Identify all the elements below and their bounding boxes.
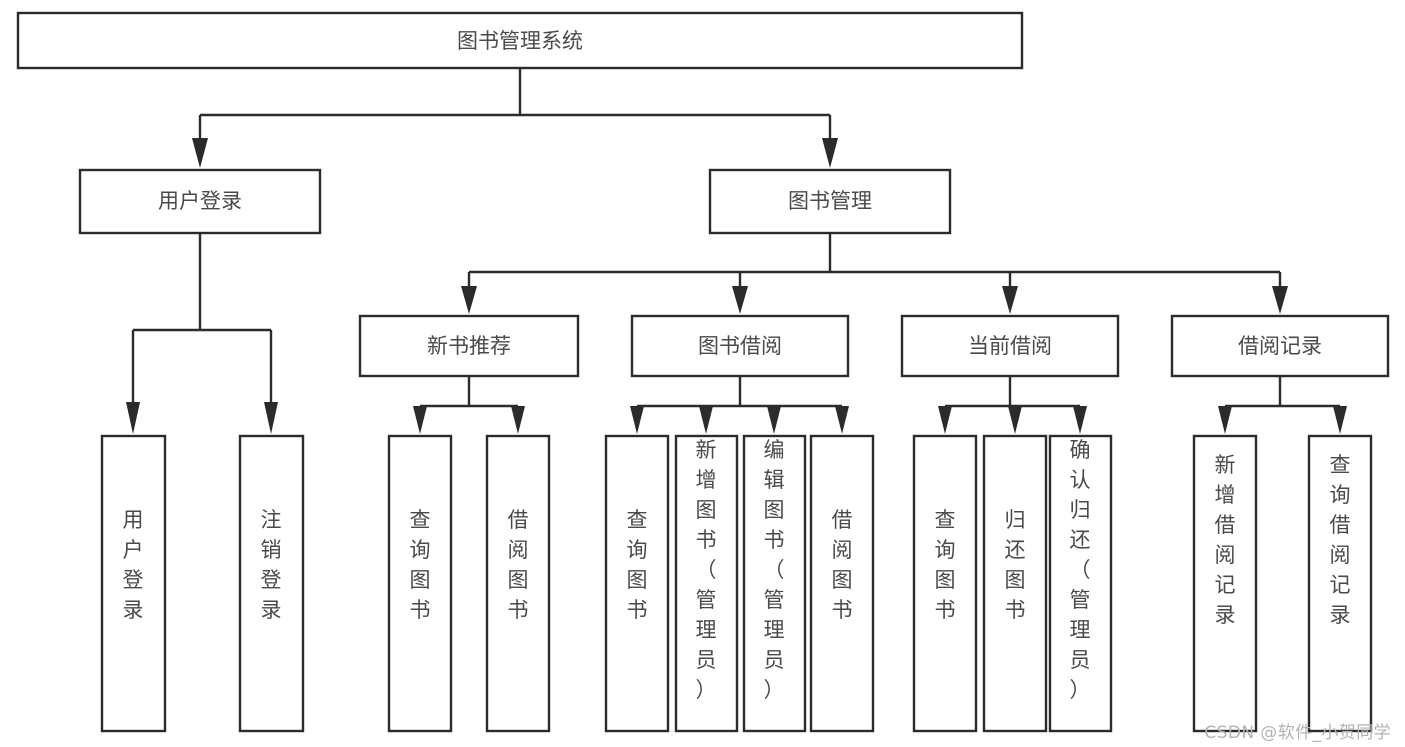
arrow-head-current-borrow: [1002, 286, 1018, 314]
node-new-book-recommend[interactable]: 新书推荐: [358, 314, 580, 378]
connector-group-book-borrow: [630, 376, 849, 434]
arrow-head-user-login: [192, 138, 208, 168]
node-leaf-query-book-3-box[interactable]: [912, 434, 978, 733]
node-leaf-query-record-label: 查询借阅记录: [1330, 453, 1351, 627]
arrow-head-new-book-recommend: [461, 286, 477, 314]
node-leaf-query-book-2-box[interactable]: [604, 434, 670, 733]
node-root-label: 图书管理系统: [457, 29, 583, 53]
connector-group-borrow-record: [1218, 376, 1347, 434]
arrow-head-leaf-return-book: [1008, 406, 1022, 434]
node-leaf-borrow-book-2-box[interactable]: [809, 434, 875, 733]
connector-group-current-borrow: [938, 376, 1087, 434]
node-leaf-borrow-book-1[interactable]: 借阅图书: [485, 434, 551, 733]
arrow-head-leaf-query-book-2: [630, 406, 644, 434]
node-book-management-box[interactable]: [708, 168, 952, 235]
node-new-book-recommend-box[interactable]: [358, 314, 580, 378]
arrow-head-leaf-add-book: [699, 406, 713, 434]
node-borrow-record-box[interactable]: [1170, 314, 1390, 378]
node-leaf-add-record-label: 新增借阅记录: [1215, 453, 1236, 627]
node-leaf-query-book-1-label: 查询图书: [410, 508, 431, 622]
node-root[interactable]: 图书管理系统: [16, 11, 1024, 70]
node-user-login-box[interactable]: [78, 168, 322, 235]
node-leaf-borrow-book-2[interactable]: 借阅图书: [809, 434, 875, 733]
node-leaf-edit-book[interactable]: 编辑图书（管理员）: [742, 434, 807, 733]
node-leaf-query-book-1[interactable]: 查询图书: [387, 434, 453, 733]
node-leaf-query-book-2[interactable]: 查询图书: [604, 434, 670, 733]
node-book-borrow-box[interactable]: [630, 314, 850, 378]
node-leaf-logout-label: 注销登录: [261, 508, 282, 622]
arrow-head-leaf-confirm-return: [1073, 406, 1087, 434]
node-book-management[interactable]: 图书管理: [708, 168, 952, 235]
node-leaf-logout-box[interactable]: [238, 434, 305, 733]
node-leaf-edit-book-label: 编辑图书（管理员）: [764, 438, 785, 702]
node-leaf-edit-book-box[interactable]: [742, 434, 807, 733]
node-borrow-record[interactable]: 借阅记录: [1170, 314, 1390, 378]
node-leaf-return-book-box[interactable]: [982, 434, 1048, 733]
arrow-head-leaf-query-book-3: [938, 406, 952, 434]
node-leaf-borrow-book-1-box[interactable]: [485, 434, 551, 733]
node-borrow-record-label: 借阅记录: [1238, 334, 1322, 358]
node-leaf-user-login-box[interactable]: [100, 434, 167, 733]
arrow-head-leaf-logout: [264, 402, 278, 434]
node-new-book-recommend-label: 新书推荐: [427, 334, 511, 358]
node-user-login[interactable]: 用户登录: [78, 168, 322, 235]
arrow-head-leaf-edit-book: [767, 406, 781, 434]
node-leaf-logout[interactable]: 注销登录: [238, 434, 305, 733]
node-book-management-label: 图书管理: [788, 189, 872, 213]
node-leaf-query-book-3-label: 查询图书: [935, 508, 956, 622]
node-leaf-confirm-return-label: 确认归还（管理员）: [1070, 438, 1091, 702]
node-leaf-query-book-2-label: 查询图书: [627, 508, 648, 622]
node-leaf-confirm-return-box[interactable]: [1048, 434, 1113, 733]
node-leaf-borrow-book-2-label: 借阅图书: [832, 508, 853, 622]
node-leaf-add-book-label: 新增图书（管理员）: [696, 438, 717, 702]
node-leaf-add-book-box[interactable]: [674, 434, 739, 733]
connector-group-user-login: [126, 233, 278, 434]
arrow-head-book-mgmt: [822, 138, 838, 168]
node-leaf-query-record-box[interactable]: [1307, 434, 1373, 733]
node-leaf-query-book-3[interactable]: 查询图书: [912, 434, 978, 733]
arrow-head-book-borrow: [732, 286, 748, 314]
arrow-head-leaf-query-book-1: [413, 406, 427, 434]
arrow-head-borrow-record: [1272, 286, 1288, 314]
connector-group-new-book-recommend: [413, 376, 525, 434]
node-current-borrow-label: 当前借阅: [968, 334, 1052, 358]
arrow-head-leaf-borrow-book-2: [835, 406, 849, 434]
node-leaf-user-login-label: 用户登录: [123, 508, 144, 622]
node-current-borrow-box[interactable]: [900, 314, 1120, 378]
node-leaf-add-book[interactable]: 新增图书（管理员）: [674, 434, 739, 733]
connector-group-book-mgmt: [461, 233, 1288, 314]
arrow-head-leaf-add-record: [1218, 406, 1232, 434]
arrow-head-leaf-user-login: [126, 402, 140, 434]
node-root-box[interactable]: [16, 11, 1024, 70]
node-leaf-add-record[interactable]: 新增借阅记录: [1192, 434, 1258, 733]
node-leaf-return-book[interactable]: 归还图书: [982, 434, 1048, 733]
node-book-borrow[interactable]: 图书借阅: [630, 314, 850, 378]
node-leaf-query-book-1-box[interactable]: [387, 434, 453, 733]
node-book-borrow-label: 图书借阅: [698, 334, 782, 358]
arrow-head-leaf-borrow-book-1: [511, 406, 525, 434]
node-leaf-user-login[interactable]: 用户登录: [100, 434, 167, 733]
connector-group-root: [192, 68, 838, 168]
node-leaf-add-record-box[interactable]: [1192, 434, 1258, 733]
node-leaf-confirm-return[interactable]: 确认归还（管理员）: [1048, 434, 1113, 733]
node-leaf-query-record[interactable]: 查询借阅记录: [1307, 434, 1373, 733]
node-current-borrow[interactable]: 当前借阅: [900, 314, 1120, 378]
arrow-head-leaf-query-record: [1333, 406, 1347, 434]
node-leaf-borrow-book-1-label: 借阅图书: [508, 508, 529, 622]
node-leaf-return-book-label: 归还图书: [1005, 508, 1026, 622]
node-user-login-label: 用户登录: [158, 189, 242, 213]
